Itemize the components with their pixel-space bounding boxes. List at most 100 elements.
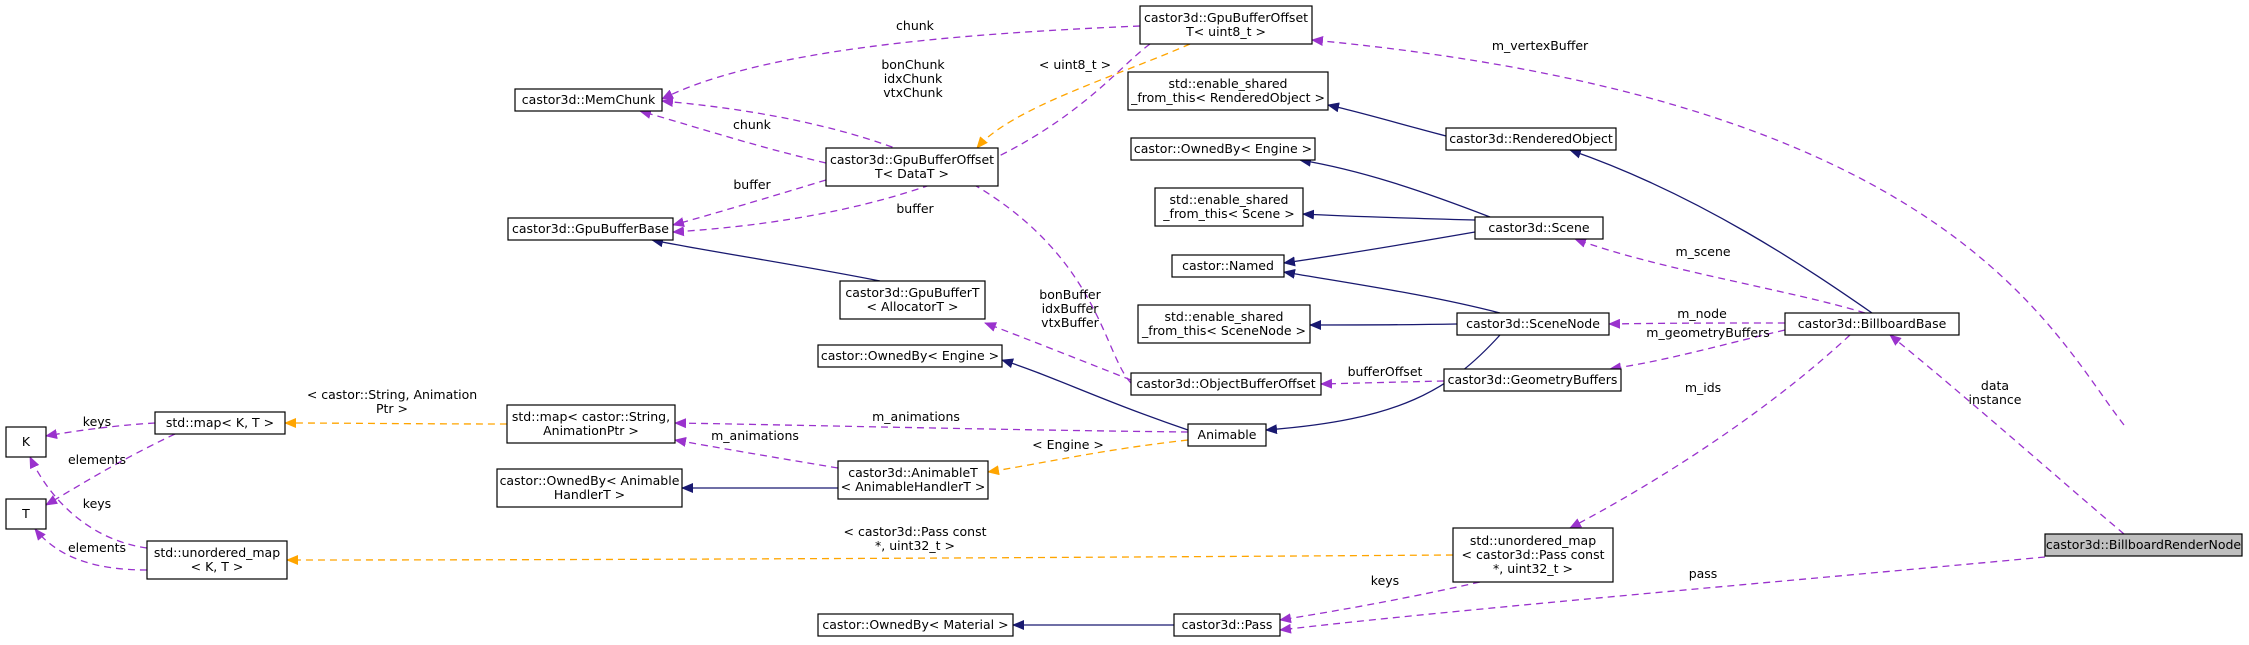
node-label: < K, T > [191,559,244,574]
node-label: castor3d::GpuBufferOffset [1144,10,1308,25]
node-label: castor3d::AnimableT [848,465,978,480]
edge-label: bonChunk [881,57,945,72]
node-label: std::map< castor::String, [512,409,670,424]
node-objectbufferoffset[interactable]: castor3d::ObjectBufferOffset [1130,372,1322,396]
node-label: std::map< K, T > [166,415,274,430]
edge-uop-keys: keys [1279,573,1481,624]
node-label: castor::OwnedBy< Animable [500,473,680,488]
edge-brn-pass: pass [1279,556,2046,634]
edge-animable-tmpl: < Engine > [987,437,1189,476]
node-animablet[interactable]: castor3d::AnimableT< AnimableHandlerT > [837,460,989,500]
node-ownedby-engine1[interactable]: castor::OwnedBy< Engine > [1130,137,1316,161]
edge-scene-named [1283,231,1476,267]
node-unordered-pass[interactable]: std::unordered_map< castor3d::Pass const… [1452,527,1614,583]
node-enable-sn[interactable]: std::enable_shared_from_this< SceneNode … [1137,304,1311,344]
edge-line [1569,334,1851,529]
node-ownedby-engine2[interactable]: castor::OwnedBy< Engine > [817,344,1003,368]
node-label: K [22,434,31,449]
edge-sn-enable [1309,319,1458,330]
node-label: HandlerT > [554,487,625,502]
edge-line [976,43,1191,149]
edge-line [651,237,881,282]
edge-label: chunk [733,117,772,132]
node-box [817,344,1003,368]
node-billboardbase[interactable]: castor3d::BillboardBase [1784,312,1960,336]
node-box [5,426,47,458]
edge-line [639,109,827,164]
edge-vertexbuffer: m_vertexBuffer [1311,36,2125,426]
edge-label: m_vertexBuffer [1492,38,1589,53]
edge-label: m_animations [711,428,799,443]
edge-line [1302,209,1476,221]
edge-line [672,179,827,227]
edge-label: < castor::String, Animation [307,387,477,402]
node-memchunk[interactable]: castor3d::MemChunk [514,88,663,112]
edge-gpubuffert-base [651,237,881,282]
node-renderedobject[interactable]: castor3d::RenderedObject [1445,127,1617,151]
node-K[interactable]: K [5,426,47,458]
edge-sn-named [1283,268,1501,314]
edge-line [284,418,508,429]
edge-line [672,43,1151,237]
node-geometrybuffers[interactable]: castor3d::GeometryBuffers [1443,368,1622,392]
edge-buffer-top: buffer [672,43,1151,237]
node-T[interactable]: T [5,498,47,530]
node-map-anim[interactable]: std::map< castor::String,AnimationPtr > [506,404,676,444]
node-label: castor3d::SceneNode [1466,316,1600,331]
edge-label: keys [1371,573,1399,588]
node-box [1137,304,1311,344]
node-box [1443,368,1622,392]
node-box [817,613,1014,637]
edge-bb-ids: m_ids [1569,334,1851,529]
edge-label: keys [83,496,111,511]
edge-label: m_scene [1675,244,1730,259]
node-label: std::enable_shared [1169,76,1288,91]
node-scene[interactable]: castor3d::Scene [1474,216,1604,240]
edge-ro-enable [1327,102,1447,137]
edge-chunk-top: chunk [661,18,1141,100]
edge-line [1569,148,1873,314]
node-box [496,468,683,508]
edge-label: m_animations [872,409,960,424]
node-named[interactable]: castor::Named [1171,254,1285,278]
node-box [506,404,676,444]
node-pass[interactable]: castor3d::Pass [1173,613,1281,637]
node-ownedby-animhandler[interactable]: castor::OwnedBy< AnimableHandlerT > [496,468,683,508]
node-box [1171,254,1285,278]
edge-animable-anims: m_animations [674,409,1189,433]
node-label: castor3d::ObjectBufferOffset [1136,376,1315,391]
node-ownedby-material[interactable]: castor::OwnedBy< Material > [817,613,1014,637]
edge-line [1574,238,1866,314]
node-scenenode[interactable]: castor3d::SceneNode [1456,312,1610,336]
edge-scene-enable [1302,209,1476,221]
node-unordered-kt[interactable]: std::unordered_map< K, T > [146,540,288,580]
edge-map-elements: elements [45,433,176,506]
node-box [514,88,663,112]
node-gpubuffert[interactable]: castor3d::GpuBufferT< AllocatorT > [839,280,986,320]
node-label: _from_this< SceneNode > [1141,323,1306,338]
node-box [839,280,986,320]
node-label: *, uint32_t > [1493,561,1573,576]
node-box [1127,71,1329,111]
edge-label: < uint8_t > [1039,57,1111,72]
node-enable-scene[interactable]: std::enable_shared_from_this< Scene > [1154,187,1304,227]
edge-label: chunk [896,18,935,33]
edge-line [1311,36,2125,426]
node-billboardrendernode[interactable]: castor3d::BillboardRenderNode [2044,533,2243,557]
edge-map-tmpl: < castor::String, AnimationPtr > [284,387,508,429]
edge-sn-animable [1265,334,1501,435]
node-gpubufferbase[interactable]: castor3d::GpuBufferBase [507,217,674,241]
edge-scene-ownedby [1299,156,1491,218]
node-label: castor3d::MemChunk [522,92,656,107]
node-enable-ro[interactable]: std::enable_shared_from_this< RenderedOb… [1127,71,1329,111]
edge-line [45,433,176,506]
node-animable[interactable]: Animable [1187,423,1267,447]
edge-line [1327,102,1447,137]
edge-label: < Engine > [1032,437,1104,452]
node-map-kt[interactable]: std::map< K, T > [154,411,286,435]
edge-line [1320,378,1445,389]
